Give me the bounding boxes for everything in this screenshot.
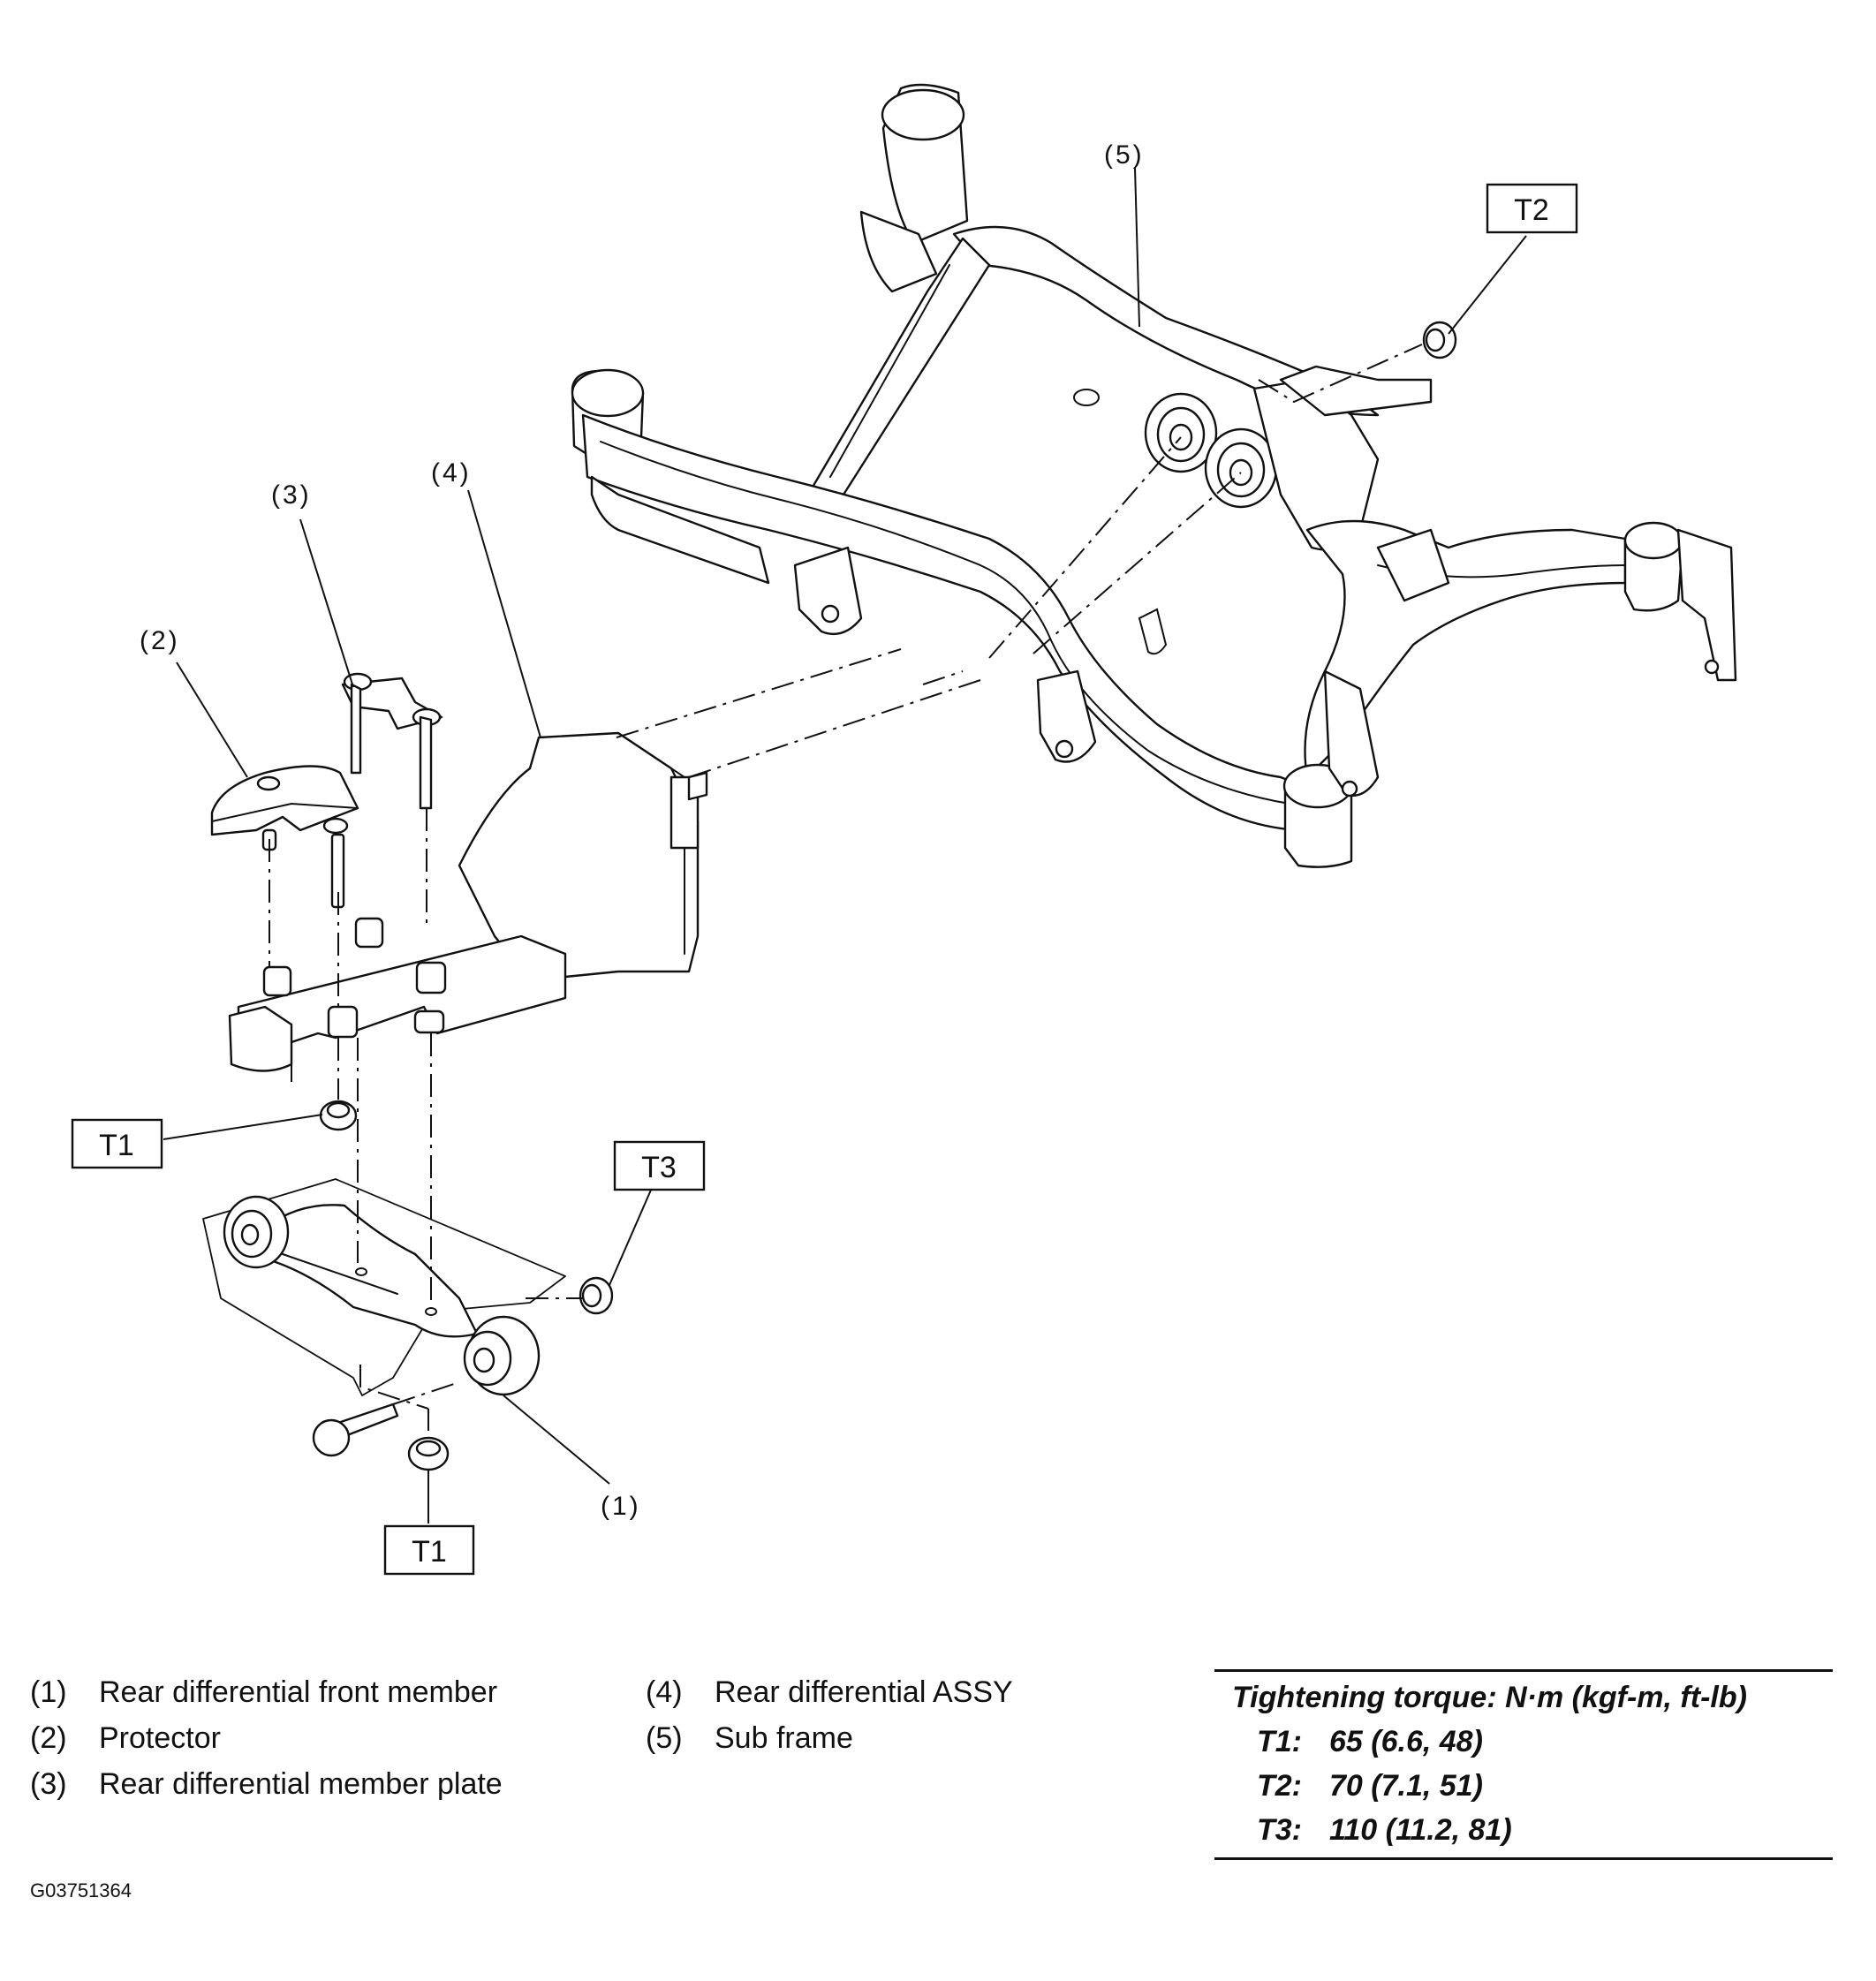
- legend-number: (2): [30, 1721, 67, 1755]
- rear-differential-assy: [228, 731, 708, 1072]
- legend-item: (4) Rear differential ASSY: [646, 1669, 1013, 1715]
- legend-number: (4): [646, 1675, 683, 1709]
- torque-tag-t1-upper: T1: [71, 1118, 163, 1169]
- legend-number: (3): [30, 1767, 67, 1801]
- torque-tag-label: T2: [1514, 193, 1549, 227]
- torque-table-header: Tightening torque: N·m (kgf-m, ft-lb): [1232, 1681, 1747, 1714]
- legend-label: Sub frame: [715, 1721, 853, 1755]
- torque-row: T1: 65 (6.6, 48): [1214, 1720, 1833, 1764]
- legend-item: (2) Protector: [30, 1715, 503, 1761]
- callout-5: (5): [1104, 140, 1145, 170]
- rear-differential-front-member: [202, 1178, 566, 1457]
- torque-tag-label: T1: [412, 1535, 447, 1569]
- torque-tag-label: T1: [99, 1129, 134, 1162]
- torque-row: T3: 110 (11.2, 81): [1214, 1808, 1833, 1852]
- legend-item: (5) Sub frame: [646, 1715, 1013, 1761]
- torque-value: 65 (6.6, 48): [1329, 1725, 1483, 1758]
- exploded-assembly-diagram: (1) (2) (3) (4) (5) T1 T1 T2 T3: [71, 83, 1737, 1576]
- callout-3: (3): [271, 480, 312, 510]
- torque-tag-t1-lower: T1: [383, 1524, 475, 1576]
- member-plate: [330, 672, 443, 909]
- legend-number: (1): [30, 1675, 67, 1709]
- leader-lines: [163, 167, 1527, 1524]
- legend-left: (1) Rear differential front member (2) P…: [30, 1669, 503, 1807]
- legend-item: (1) Rear differential front member: [30, 1669, 503, 1715]
- torque-key: T2:: [1257, 1769, 1302, 1803]
- sub-frame: [571, 83, 1737, 868]
- torque-table: Tightening torque: N·m (kgf-m, ft-lb) T1…: [1214, 1669, 1833, 1860]
- torque-value: 110 (11.2, 81): [1329, 1813, 1512, 1847]
- legend-label: Rear differential member plate: [99, 1767, 503, 1801]
- nuts: [319, 321, 1457, 1471]
- legend-label: Rear differential ASSY: [715, 1675, 1013, 1709]
- legend-number: (5): [646, 1721, 683, 1755]
- legend-middle: (4) Rear differential ASSY (5) Sub frame: [646, 1669, 1013, 1761]
- legend-label: Rear differential front member: [99, 1675, 498, 1709]
- callout-2: (2): [140, 626, 180, 655]
- torque-tag-label: T3: [641, 1151, 677, 1184]
- torque-tag-t3: T3: [613, 1140, 706, 1191]
- protector: [210, 765, 359, 851]
- torque-tag-t2: T2: [1486, 183, 1578, 234]
- torque-key: T3:: [1257, 1813, 1302, 1847]
- callout-4: (4): [431, 458, 472, 488]
- assembly-lines: [269, 344, 1423, 1431]
- legend-item: (3) Rear differential member plate: [30, 1761, 503, 1807]
- callout-1: (1): [601, 1492, 641, 1521]
- torque-value: 70 (7.1, 51): [1329, 1769, 1483, 1803]
- legend-label: Protector: [99, 1721, 221, 1755]
- torque-key: T1:: [1257, 1725, 1302, 1758]
- torque-row: T2: 70 (7.1, 51): [1214, 1764, 1833, 1808]
- figure-id: G03751364: [30, 1879, 132, 1902]
